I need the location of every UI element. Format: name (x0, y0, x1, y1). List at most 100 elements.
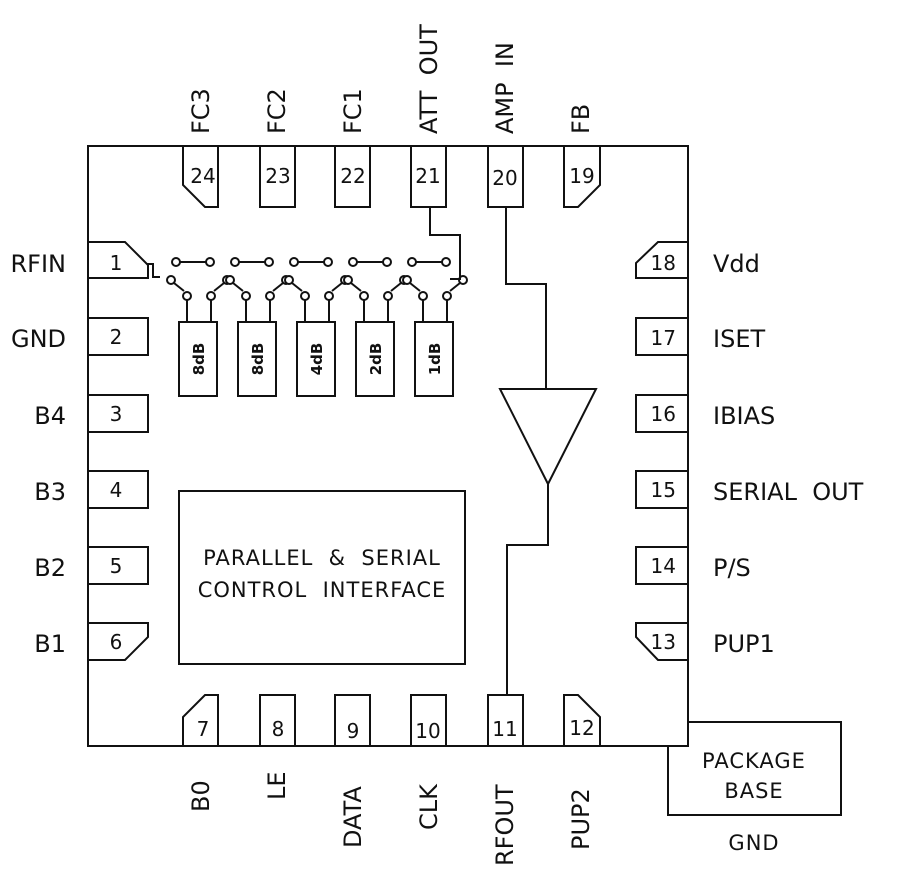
pin-number: 4 (110, 478, 123, 502)
pin-number: 16 (651, 402, 676, 426)
package-outline (87, 145, 689, 747)
bypass-node (289, 257, 299, 267)
switch-pivot-node (166, 275, 176, 285)
switch-arm (291, 282, 303, 292)
pin-label-data: DATA (339, 786, 367, 848)
amp-in-trace (505, 207, 547, 389)
switch-arm (449, 282, 461, 292)
pin-number: 20 (492, 166, 517, 190)
attenuator-label: 2dB (367, 343, 385, 376)
pin-15: 15 SERIAL OUT (635, 470, 864, 509)
switch-arm (173, 282, 185, 292)
switch-arm (213, 282, 225, 292)
pin-number: 18 (651, 251, 676, 275)
pin-21: 21 ATT OUT (410, 24, 447, 208)
pin-18: 18 Vdd (635, 241, 760, 279)
pin-2: 2 GND (11, 317, 149, 356)
switch-terminal-node (206, 291, 216, 301)
bypass-node (382, 257, 392, 267)
pin-label-pup2: PUP2 (567, 788, 595, 850)
pin-4: 4 B3 (34, 470, 149, 509)
bypass-node (264, 257, 274, 267)
bypass-node (171, 257, 181, 267)
att-out-trace (429, 207, 461, 280)
pin-number: 17 (651, 326, 676, 350)
pin-label-clk: CLK (415, 783, 443, 830)
pin-number: 7 (197, 717, 210, 741)
attenuator-label: 8dB (249, 343, 267, 376)
pin-number: 12 (569, 716, 594, 740)
switch-pivot-node (402, 275, 412, 285)
switch-terminal-node (300, 291, 310, 301)
switch-terminal-node (442, 291, 452, 301)
switch-arm (390, 282, 402, 292)
switch-terminal-node (265, 291, 275, 301)
pin-label-rfout: RFOUT (491, 784, 519, 866)
attenuator-label: 8dB (190, 343, 208, 376)
pin-7: 7 B0 (182, 694, 219, 812)
pin-1: 1 RFIN (10, 241, 149, 279)
package-base-gnd-label: GND (728, 831, 779, 855)
pin-label-serial-out: SERIAL OUT (713, 478, 864, 506)
pin-number: 2 (110, 325, 123, 349)
package-base-line2: BASE (724, 779, 783, 803)
pin-number: 23 (265, 164, 290, 188)
bypass-node (348, 257, 358, 267)
pin-12: 12 PUP2 (563, 694, 601, 850)
pin-label-fc2: FC2 (263, 88, 291, 134)
switch-terminal-node (241, 291, 251, 301)
pin-number: 22 (340, 164, 365, 188)
bypass-node (441, 257, 451, 267)
pin-17: 17 ISET (635, 317, 765, 356)
rfout-trace (506, 484, 549, 695)
pin-label-b4: B4 (34, 402, 66, 430)
pin-number: 6 (110, 630, 123, 654)
pin-label-fc3: FC3 (187, 88, 215, 134)
control-interface-line2: CONTROL INTERFACE (198, 578, 447, 602)
pin-22: 22 FC1 (334, 88, 371, 208)
control-interface-block (178, 490, 466, 665)
amplifier-triangle-icon (498, 388, 598, 487)
pin-11: 11 RFOUT (487, 694, 524, 866)
pin-19: 19 FB (563, 104, 601, 208)
switch-arm (409, 282, 421, 292)
pin-24: 24 FC3 (182, 88, 219, 208)
attenuator-box (355, 321, 395, 397)
pin-label-b0: B0 (187, 780, 215, 812)
pin-number: 3 (110, 402, 123, 426)
pin-20: 20 AMP IN (487, 42, 524, 208)
switch-arm (232, 282, 244, 292)
rfin-trace (147, 263, 160, 278)
pin-6: 6 B1 (34, 622, 149, 661)
switch-pivot-node (225, 275, 235, 285)
pin-label-rfin: RFIN (10, 250, 66, 278)
pin-label-att-out: ATT OUT (415, 24, 443, 134)
pin-label-le: LE (263, 771, 291, 800)
pin-3: 3 B4 (34, 394, 149, 433)
pin-label-b3: B3 (34, 478, 66, 506)
switch-terminal-node (383, 291, 393, 301)
attenuator-box (178, 321, 218, 397)
pin-label-gnd: GND (11, 325, 66, 353)
attenuator-box (237, 321, 277, 397)
pin-label-ps: P/S (713, 554, 751, 582)
pin-9: 9 DATA (334, 694, 371, 848)
pin-number: 10 (415, 719, 440, 743)
attenuator-box (414, 321, 454, 397)
pin-label-amp-in: AMP IN (491, 42, 519, 134)
bypass-node (407, 257, 417, 267)
pin-14: 14 P/S (635, 546, 751, 585)
pin-23: 23 FC2 (259, 88, 296, 208)
pin-16: 16 IBIAS (635, 394, 775, 433)
pin-number: 8 (272, 717, 285, 741)
pin-number: 24 (190, 164, 215, 188)
pin-number: 14 (651, 554, 676, 578)
bypass-node (323, 257, 333, 267)
pin-number: 11 (492, 717, 517, 741)
attenuator-label: 4dB (308, 343, 326, 376)
switch-terminal-node (324, 291, 334, 301)
pin-number: 9 (347, 719, 360, 743)
switch-terminal-node (359, 291, 369, 301)
